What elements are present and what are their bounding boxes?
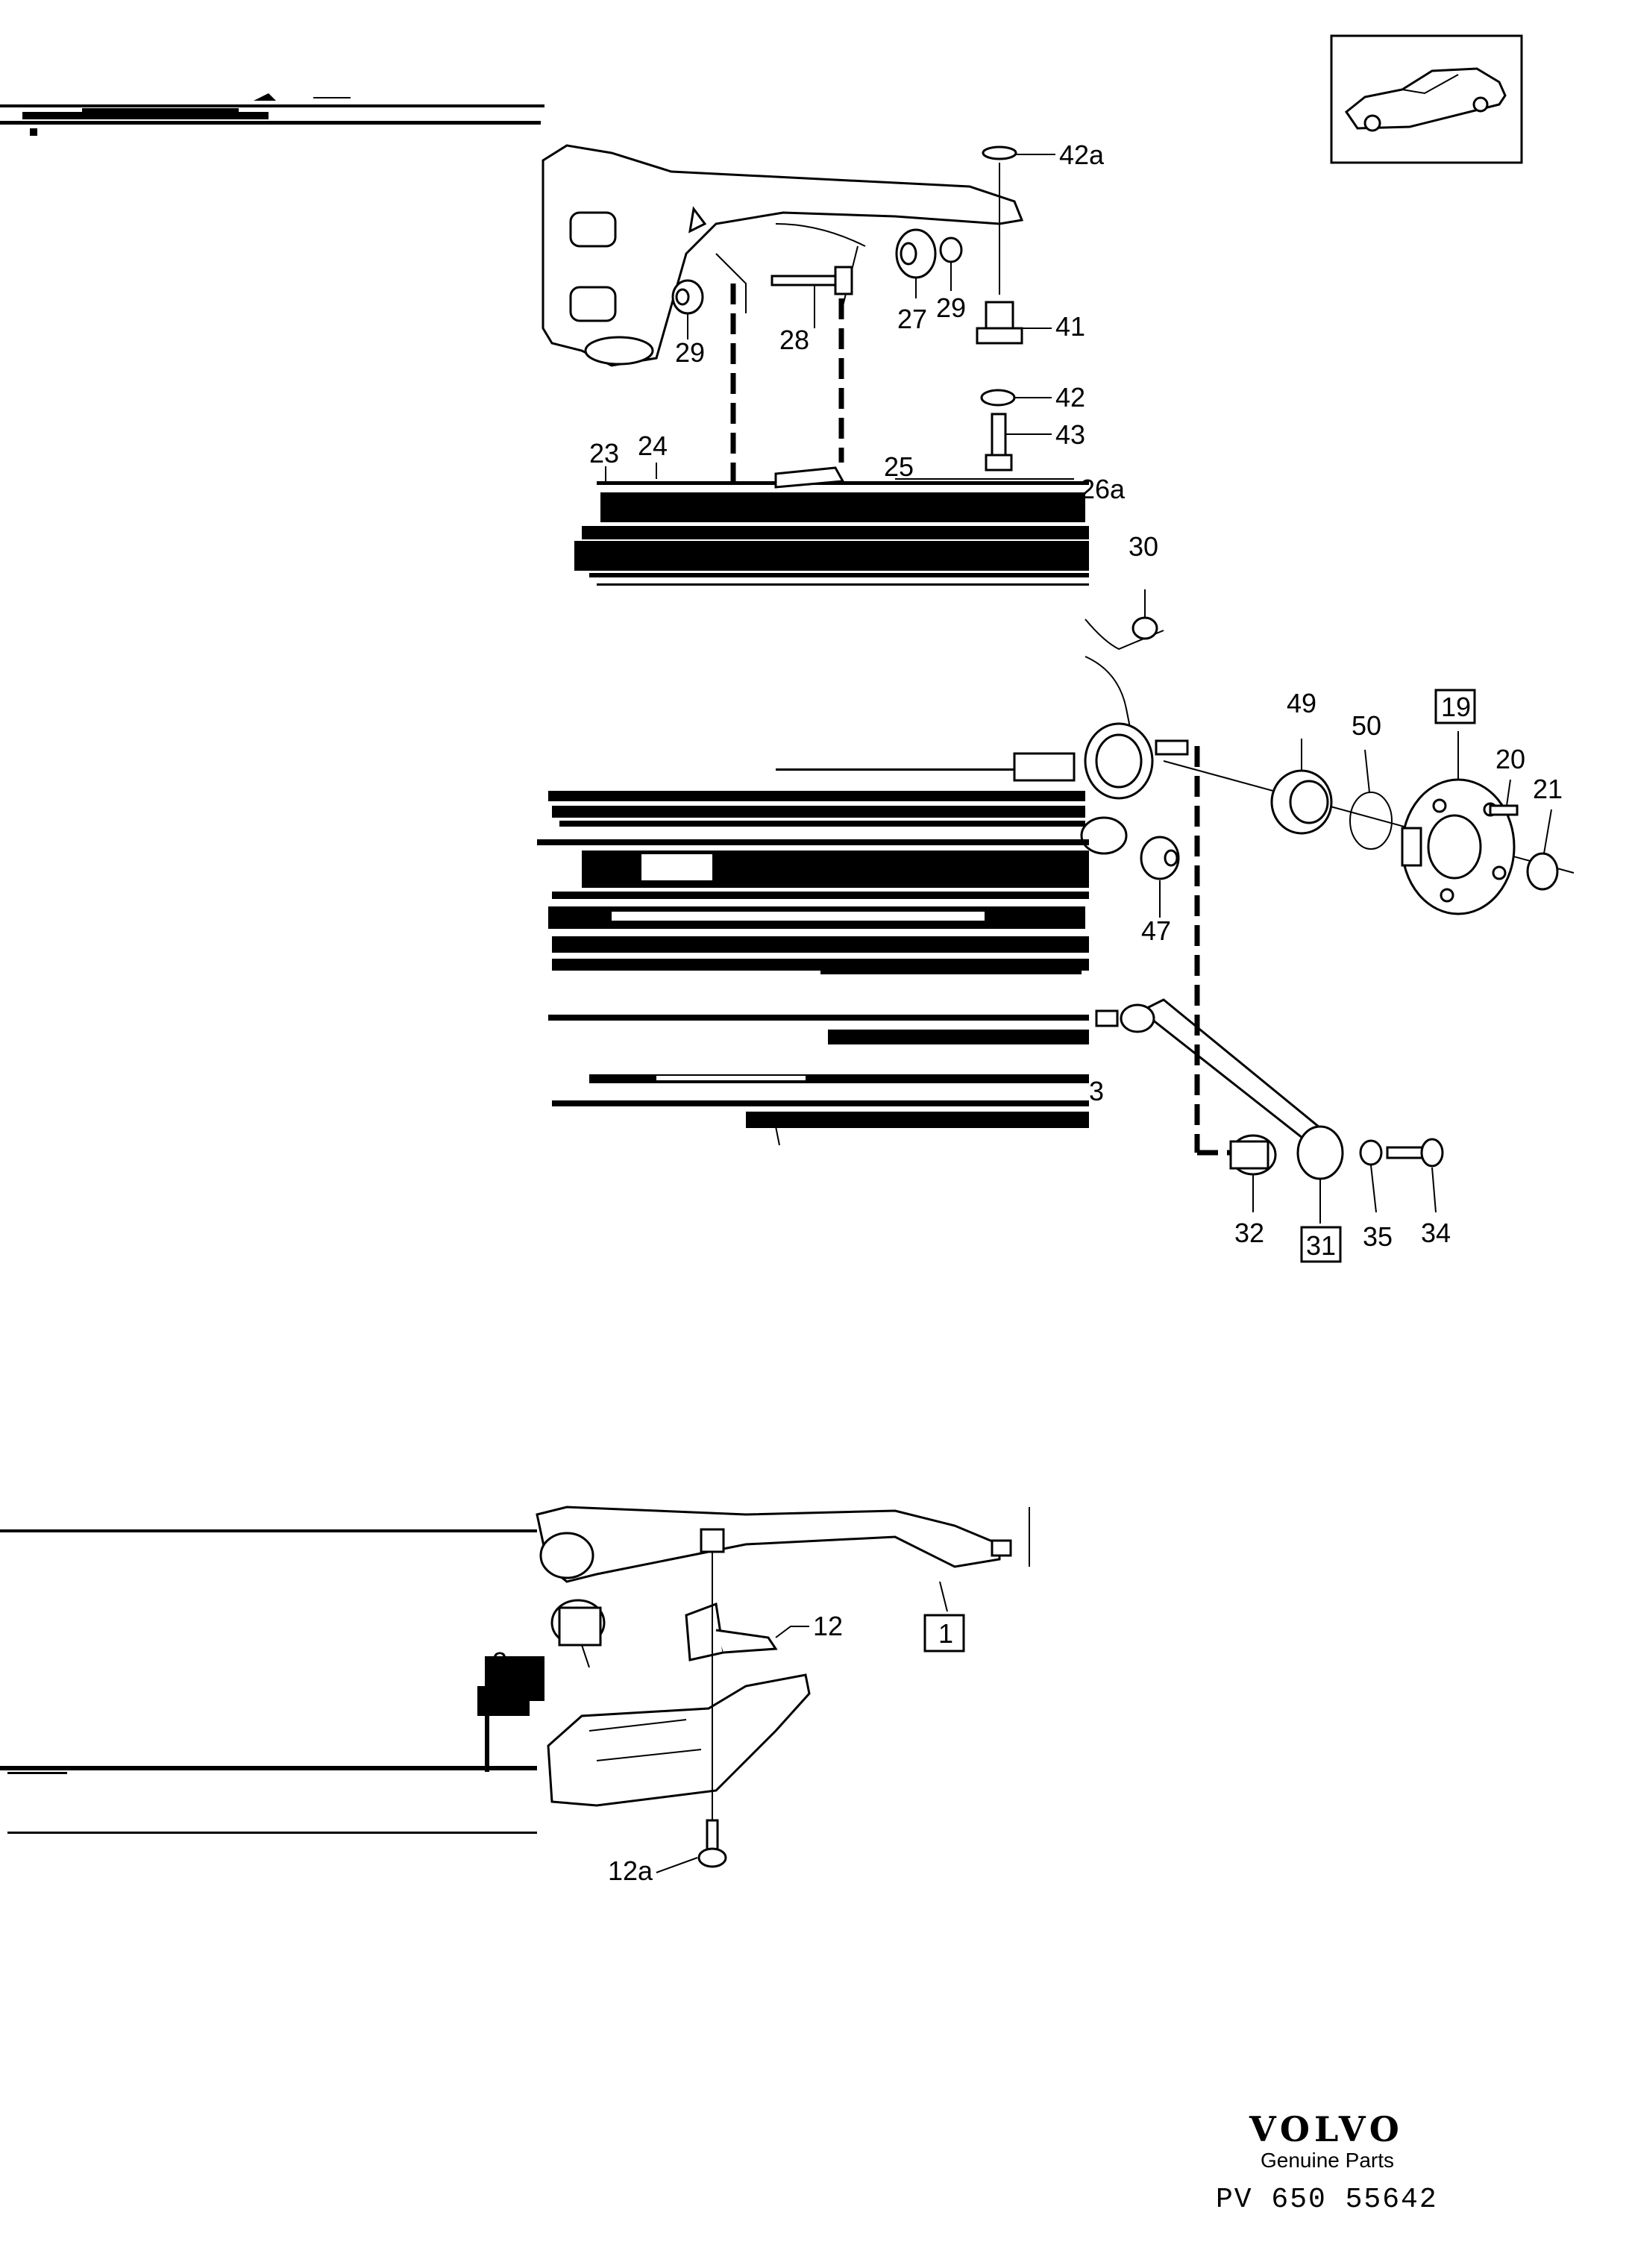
callout-23: 23: [589, 438, 619, 469]
corrupted-scan-strip-upper: [574, 466, 1089, 586]
wheel-nut-21: [1526, 852, 1559, 891]
bushing-41: [976, 301, 1023, 345]
leader-lines: [496, 154, 1552, 1873]
callout-19: 19: [1441, 692, 1471, 722]
nut-29-left: [671, 279, 704, 315]
subframe-crossmember: [542, 144, 1024, 367]
washer-35: [1359, 1139, 1383, 1166]
hub-19: [1401, 778, 1516, 915]
callout-50: 50: [1352, 710, 1381, 741]
callout-24: 24: [638, 430, 668, 461]
callout-34: 34: [1421, 1218, 1451, 1248]
knuckle-housing: [1084, 722, 1189, 800]
callout-43: 43: [1055, 419, 1085, 450]
callout-box-31: [1300, 1226, 1342, 1263]
callout-3: 3: [1089, 1076, 1104, 1106]
callout-29-left: 29: [675, 337, 705, 368]
bearing-49: [1270, 769, 1333, 835]
bushing-32: [1229, 1134, 1277, 1176]
diagram-reference: PV 650 55642: [1216, 2184, 1438, 2216]
callout-31: 31: [1306, 1230, 1336, 1261]
callout-box-19: [1434, 689, 1476, 724]
bushing-47: [1140, 836, 1180, 880]
knuckle-lower-ring: [1080, 816, 1128, 855]
callout-28: 28: [779, 325, 809, 355]
volvo-footer: VOLVO Genuine Parts PV 650 55642: [1216, 2109, 1438, 2216]
circlip-50: [1349, 792, 1393, 850]
corrupted-scan-strip-top: [0, 93, 544, 136]
callout-29-right: 29: [936, 292, 966, 323]
bushing-27: [895, 228, 937, 279]
callout-49: 49: [1287, 688, 1316, 718]
rear-axle-beam-1: [536, 1506, 1030, 1583]
corrupted-scan-strip-middle: [537, 752, 1089, 1146]
callout-25: 25: [884, 451, 914, 482]
car-thumbnail: [1330, 34, 1523, 164]
callout-41: 41: [1055, 311, 1085, 342]
callout-47: 47: [1141, 915, 1171, 946]
bolt-43: [985, 413, 1013, 472]
bolt-34: [1386, 1138, 1444, 1168]
callout-2: 2: [492, 1647, 507, 1677]
callout-27: 27: [897, 304, 927, 334]
spring-seat-2: [547, 1673, 811, 1807]
nut-29-right: [939, 236, 963, 263]
callout-box-1: [923, 1614, 965, 1653]
bolt-12a: [697, 1819, 727, 1868]
callout-42a: 42a: [1059, 140, 1105, 170]
bracket-12: [685, 1602, 778, 1661]
washer-42: [980, 389, 1016, 407]
bolt-28: [770, 266, 853, 295]
volvo-brand-logo: VOLVO: [1249, 2109, 1404, 2149]
washer-42a: [982, 145, 1017, 160]
callout-20: 20: [1495, 744, 1525, 774]
callout-12a: 12a: [608, 1855, 653, 1886]
callout-35: 35: [1363, 1221, 1393, 1252]
callout-30: 30: [1129, 531, 1158, 562]
callout-1: 1: [938, 1618, 953, 1649]
genuine-parts-label: Genuine Parts: [1261, 2149, 1394, 2172]
bushing-bottom: [550, 1599, 606, 1647]
callout-26a: 26a: [1080, 474, 1126, 504]
trailing-arm-31: [1095, 998, 1344, 1180]
wheel-stud-20: [1489, 804, 1519, 816]
callout-12: 12: [813, 1611, 843, 1641]
callout-21: 21: [1533, 774, 1563, 804]
callout-32: 32: [1234, 1218, 1264, 1248]
callout-42: 42: [1055, 382, 1085, 413]
corrupted-scan-strip-bottom: [0, 1529, 544, 1834]
